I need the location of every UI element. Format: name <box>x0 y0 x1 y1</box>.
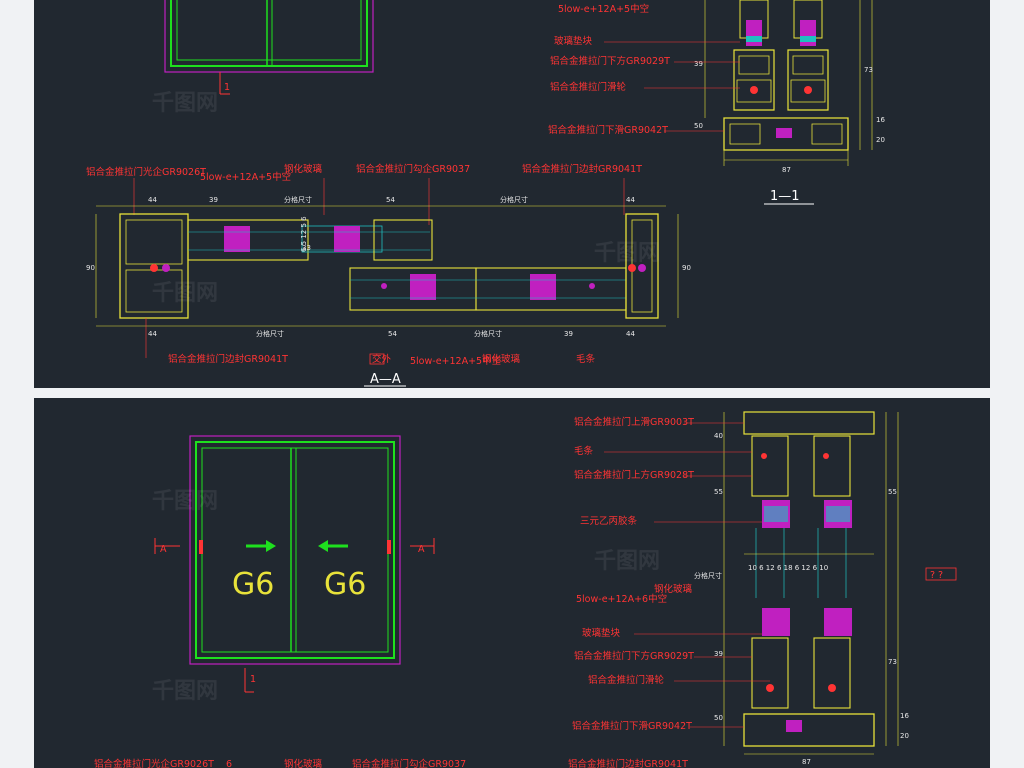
marker-a-right: A <box>418 544 425 555</box>
dim-split-a: 分格尺寸 <box>284 195 312 204</box>
label-tempered-glass-bottom-panel: 钢化玻璃 <box>654 583 692 595</box>
dim-split-b: 分格尺寸 <box>256 329 284 338</box>
dim-44b: 44 <box>626 196 635 204</box>
label-footer-sash: 铝合金推拉门光企GR9026T <box>94 758 214 768</box>
dim-50-v: 50 <box>694 122 703 130</box>
dim-39-bottom: 39 <box>714 650 723 658</box>
dim-20-v: 20 <box>876 136 885 144</box>
dim-20-right: 20 <box>900 732 909 740</box>
dim-90-right: 90 <box>682 264 691 272</box>
dim-split-top: 分格尺寸 <box>500 195 528 204</box>
label-bottom-rail-bottom: 铝合金推拉门下滑GR9042T <box>572 720 692 732</box>
label-glass-spec-bottom: 5low-e+12A+5中空 <box>410 355 501 367</box>
label-side-frame: 铝合金推拉门边封GR9041T <box>522 163 642 175</box>
dim-glass-stack: 6 5 12 5 6 <box>300 216 308 252</box>
dim-55: 55 <box>714 488 723 496</box>
dim-glass-row: 10 6 12 6 18 6 12 6 10 <box>748 564 828 572</box>
dim-33: 33 <box>302 244 311 252</box>
label-footer-side: 铝合金推拉门边封GR9041T <box>568 758 688 768</box>
cad-drawing-top: 1 87 39 50 73 16 20 1—1 5low-e+12A+5中空 玻… <box>86 0 885 387</box>
dim-44c: 44 <box>148 330 157 338</box>
label-pulley: 铝合金推拉门滑轮 <box>550 81 627 93</box>
label-pulley-bottom: 铝合金推拉门滑轮 <box>588 674 665 686</box>
marker-1-bottom: 1 <box>250 674 256 685</box>
label-top-rail: 铝合金推拉门上滑GR9003T <box>574 416 694 428</box>
label-glass-gasket-bottom: 玻璃垫块 <box>582 627 621 639</box>
dim-split-c: 分格尺寸 <box>474 329 502 338</box>
label-glass-spec: 5low-e+12A+6中空 <box>576 593 667 605</box>
dim-44a: 44 <box>148 196 157 204</box>
label-footer-tempered: 钢化玻璃 <box>284 758 322 768</box>
label-footer-hook: 铝合金推拉门勾企GR9037 <box>352 758 466 768</box>
watermark-3: 千图网 <box>594 241 660 266</box>
dim-50-bottom: 50 <box>714 714 723 722</box>
dim-39b: 39 <box>564 330 573 338</box>
label-brush: 毛条 <box>574 445 594 457</box>
door-code-left: G6 <box>232 567 274 602</box>
door-code-right: G6 <box>324 567 366 602</box>
section-a-a-title: A—A <box>370 372 401 387</box>
door-elevation-partial <box>164 0 374 95</box>
section-1-1-profile <box>704 0 873 166</box>
label-bottom-rail: 铝合金推拉门下滑GR9042T <box>548 124 668 136</box>
label-bottom-sash: 铝合金推拉门下方GR9029T <box>550 55 670 67</box>
label-bottom-sash-bottom: 铝合金推拉门下方GR9029T <box>574 650 694 662</box>
label-brush-bottom: 毛条 <box>576 353 596 365</box>
label-hook-sash: 铝合金推拉门勾企GR9037 <box>356 163 470 175</box>
label-top-sash: 铝合金推拉门上方GR9028T <box>574 469 694 481</box>
label-glass-spec-top: 5low-e+12A+5中空 <box>558 3 649 15</box>
label-side-frame-bottom: 铝合金推拉门边封GR9041T <box>168 353 288 365</box>
section-1-1-title: 1—1 <box>770 189 800 204</box>
dim-54a: 54 <box>386 196 395 204</box>
marker-a-left: A <box>160 544 167 555</box>
vertical-section-profile <box>723 411 899 755</box>
label-qq: ? ? <box>930 570 943 581</box>
dim-39-v: 39 <box>694 60 703 68</box>
dim-54b: 54 <box>388 330 397 338</box>
label-jiaozhu: 交外 <box>372 353 392 365</box>
watermark-1: 千图网 <box>152 91 218 116</box>
marker-1-top: 1 <box>224 82 230 93</box>
dim-90-left: 90 <box>86 264 95 272</box>
dim-16-v: 16 <box>876 116 885 124</box>
label-sash-frame: 铝合金推拉门光企GR9026T <box>86 166 206 178</box>
dim-44d: 44 <box>626 330 635 338</box>
dim-87-top: 87 <box>782 166 791 174</box>
dim-87-bottom: 87 <box>802 758 811 766</box>
watermark-2: 千图网 <box>152 281 218 306</box>
drawing-sheet-bottom: G6 G6 A A 1 40 55 分格尺寸 39 50 55 73 1 <box>34 398 990 768</box>
label-footer-glass: 6 <box>226 759 232 768</box>
label-glass-spec-mid: 5low-e+12A+5中空 <box>200 171 291 183</box>
door-elevation <box>154 435 435 693</box>
watermark-4: 千图网 <box>152 489 218 514</box>
dim-39a: 39 <box>209 196 218 204</box>
label-glass-gasket: 玻璃垫块 <box>554 35 593 47</box>
drawing-sheet-top: 1 87 39 50 73 16 20 1—1 5low-e+12A+5中空 玻… <box>34 0 990 388</box>
dim-16-right: 16 <box>900 712 909 720</box>
dim-40: 40 <box>714 432 723 440</box>
dim-split-vertical: 分格尺寸 <box>694 571 722 580</box>
dim-55-right: 55 <box>888 488 897 496</box>
section-a-a-profile <box>95 213 679 319</box>
cad-drawing-bottom: G6 G6 A A 1 40 55 分格尺寸 39 50 55 73 1 <box>94 411 957 768</box>
label-tempered-glass: 钢化玻璃 <box>284 163 322 175</box>
watermark-5: 千图网 <box>152 679 218 704</box>
watermark-6: 千图网 <box>594 549 660 574</box>
dim-73-v: 73 <box>864 66 873 74</box>
dim-73-right: 73 <box>888 658 897 666</box>
label-epdm: 三元乙丙胶条 <box>580 515 638 527</box>
label-tempered-glass-bottom: 钢化玻璃 <box>482 353 520 365</box>
